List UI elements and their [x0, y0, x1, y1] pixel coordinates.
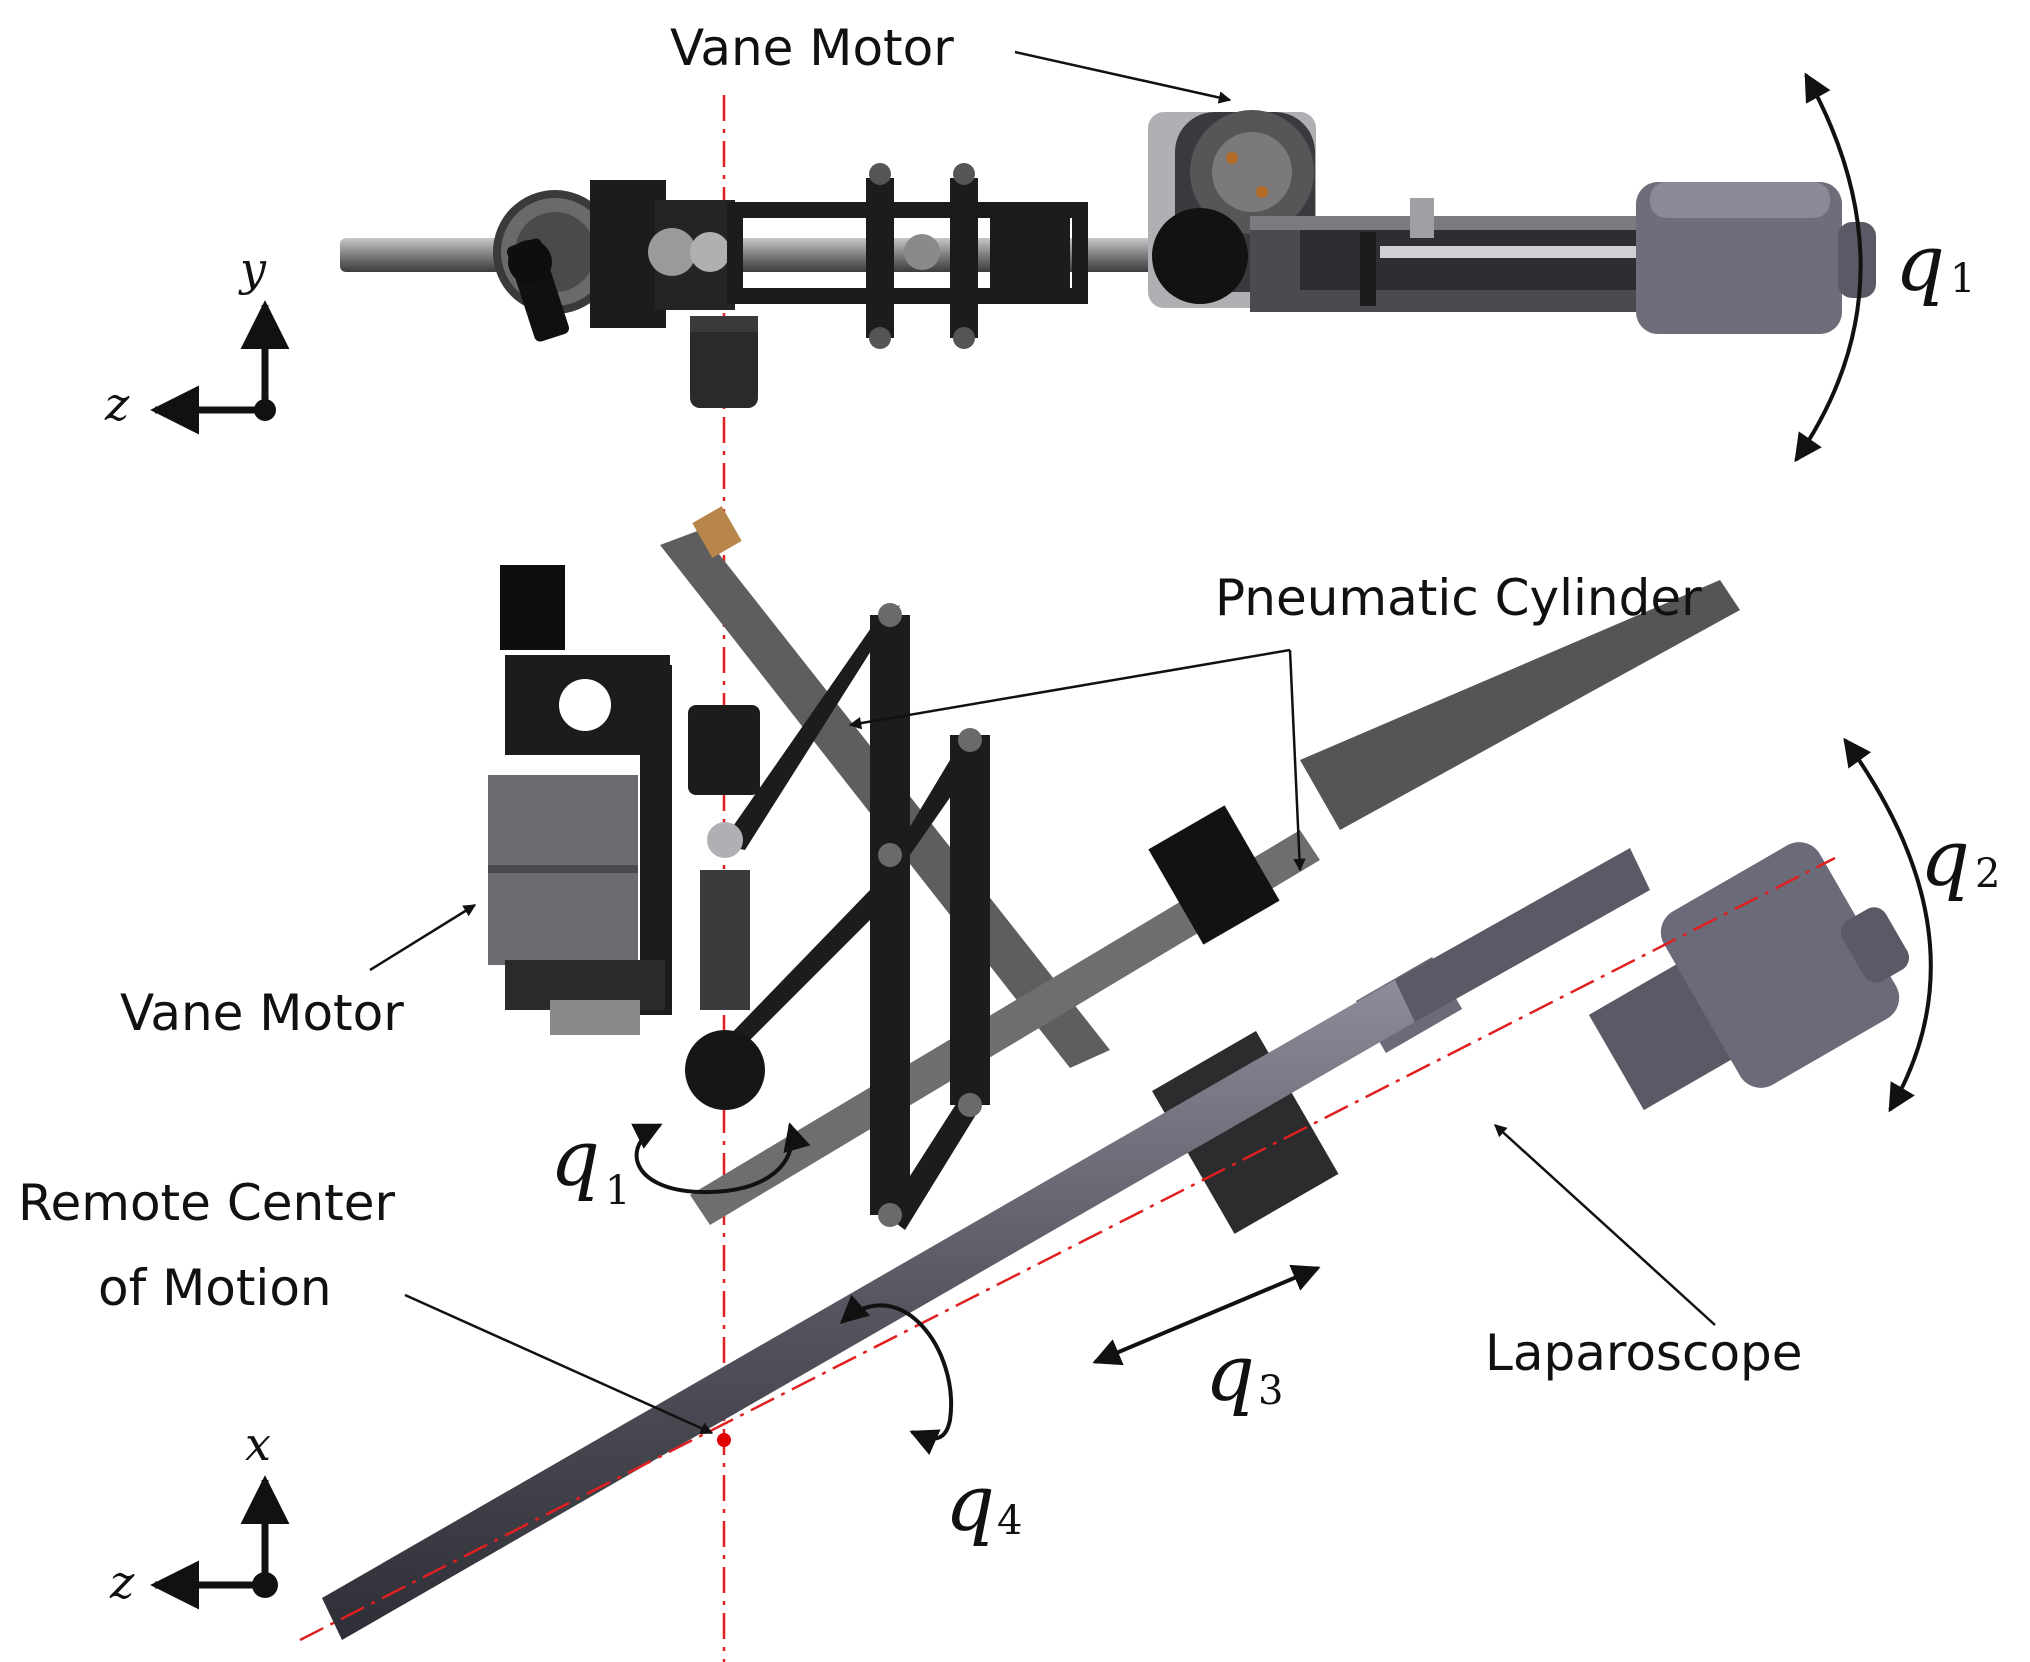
- q1-top-subscript: 1: [1950, 256, 1975, 302]
- top-axis-y-label: y: [238, 242, 267, 296]
- bottom-coordinate-frame: x z: [109, 1417, 290, 1610]
- q2-symbol: q: [1920, 814, 1970, 904]
- q1-bottom-subscript: 1: [605, 1168, 630, 1214]
- bottom-axis-z-label: z: [109, 1555, 135, 1609]
- top-coordinate-frame: y z: [104, 242, 290, 435]
- vane-motor-top-label: Vane Motor: [670, 19, 954, 77]
- rcm-label-line2: of Motion: [98, 1259, 332, 1317]
- q4-symbol: q: [945, 1459, 995, 1549]
- q1-bottom-symbol: q: [550, 1114, 600, 1204]
- bottom-axis-x-label: x: [245, 1417, 271, 1471]
- top-view-mechanism: [340, 110, 1876, 408]
- vane-motor-top-leader: [1014, 50, 1232, 104]
- rcm-leader: [404, 1293, 714, 1435]
- laparoscope-label: Laparoscope: [1485, 1324, 1803, 1382]
- pneumatic-cylinder-label: Pneumatic Cylinder: [1215, 569, 1702, 627]
- q3-subscript: 3: [1258, 1368, 1283, 1414]
- q4-subscript: 4: [997, 1498, 1022, 1544]
- q1-top-symbol: q: [1895, 219, 1945, 309]
- top-axis-z-label: z: [104, 377, 130, 431]
- pneumatic-cylinder-leader-1: [848, 648, 1291, 730]
- q3-symbol: q: [1205, 1329, 1255, 1419]
- q1-top-rotation-arrow: [1794, 72, 1863, 463]
- rcm-point: [717, 1433, 731, 1447]
- q2-subscript: 2: [1975, 851, 2000, 897]
- q1-bottom-rotation-arrow: [631, 1122, 811, 1195]
- q3-translation-arrow: [1092, 1264, 1321, 1366]
- vane-motor-side-label: Vane Motor: [120, 984, 404, 1042]
- laparoscope-leader: [1494, 1124, 1716, 1326]
- q2-rotation-arrow: [1843, 737, 1933, 1113]
- q4-roll-arrow: [839, 1294, 954, 1456]
- side-view-mechanism: [299, 506, 1910, 1642]
- vane-motor-side-leader: [369, 903, 477, 972]
- pneumatic-cylinder-leader-2: [1288, 649, 1306, 872]
- rcm-label-line1: Remote Center: [18, 1174, 396, 1232]
